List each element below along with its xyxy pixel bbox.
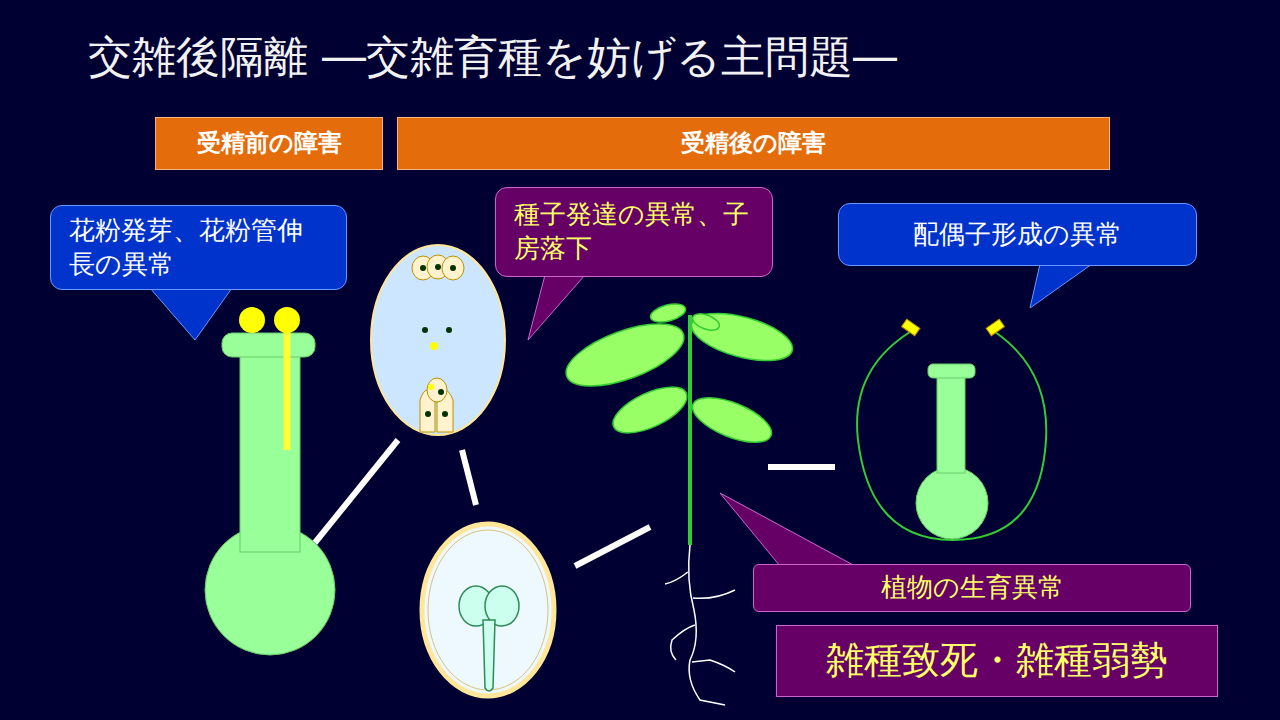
callout-box: 配偶子形成の異常 (838, 203, 1197, 266)
ovule (371, 245, 505, 435)
callout-tail (150, 288, 232, 340)
node-text: 雑種致死・雑種弱勢 (826, 636, 1168, 685)
node-text: 配偶子形成の異常 (913, 218, 1122, 252)
node-text: 受精後の障害 (681, 128, 826, 159)
callout-tail (528, 275, 585, 340)
node-text: 受精前の障害 (197, 128, 342, 159)
callout-box: 種子発達の異常、子房落下 (495, 187, 773, 277)
pistil (205, 307, 335, 655)
orange-band: 受精前の障害 (155, 117, 383, 170)
plant (559, 301, 798, 705)
flower (857, 319, 1046, 540)
orange-band: 受精後の障害 (397, 117, 1110, 170)
result-box: 雑種致死・雑種弱勢 (776, 625, 1218, 697)
callout-box: 花粉発芽、花粉管伸長の異常 (50, 205, 347, 290)
callout-tail (1030, 264, 1092, 308)
stage-links (305, 440, 835, 566)
title: 交雑後隔離 ―交雑育種を妨げる主問題― (88, 28, 897, 87)
node-text: 種子発達の異常、子房落下 (514, 198, 754, 266)
callout-box: 植物の生育異常 (753, 564, 1191, 612)
callout-tail (720, 493, 855, 566)
node-text: 植物の生育異常 (881, 571, 1064, 605)
seed (422, 524, 554, 696)
node-text: 花粉発芽、花粉管伸長の異常 (69, 214, 328, 282)
